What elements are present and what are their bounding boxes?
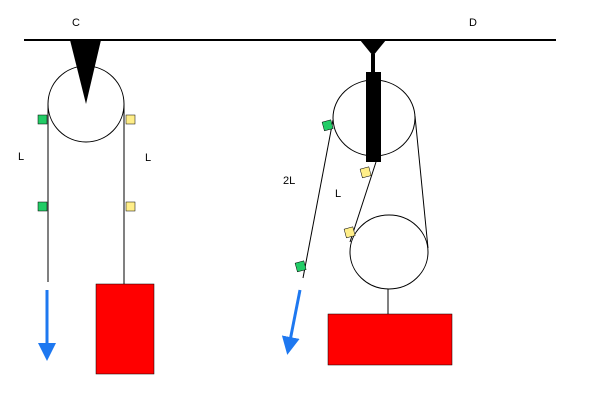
mass-right [327, 313, 453, 366]
marker-yellow [125, 114, 136, 125]
movable-pulley [349, 214, 429, 290]
mass-left [95, 283, 155, 375]
pulley-mount-right [360, 40, 386, 56]
rope-right-inner [349, 161, 377, 243]
pulley-axle-bar [366, 72, 381, 162]
label-d: D [469, 17, 477, 29]
marker-yellow [343, 226, 356, 239]
marker-green [37, 201, 48, 212]
rope-right-outer [414, 115, 429, 249]
label-l-inner: L [335, 188, 341, 200]
marker-yellow [359, 166, 372, 179]
mount-stem [371, 54, 375, 74]
marker-green [37, 114, 48, 125]
label-c: C [72, 17, 80, 29]
marker-yellow [125, 201, 136, 212]
marker-green [321, 119, 334, 132]
rope-right-pull [302, 119, 334, 279]
pull-arrow-right [281, 289, 302, 355]
pulley-mount-left [70, 40, 101, 104]
label-l-right: L [145, 152, 151, 164]
label-2l: 2L [283, 175, 295, 187]
marker-green [294, 260, 307, 273]
label-l-left: L [18, 151, 24, 163]
